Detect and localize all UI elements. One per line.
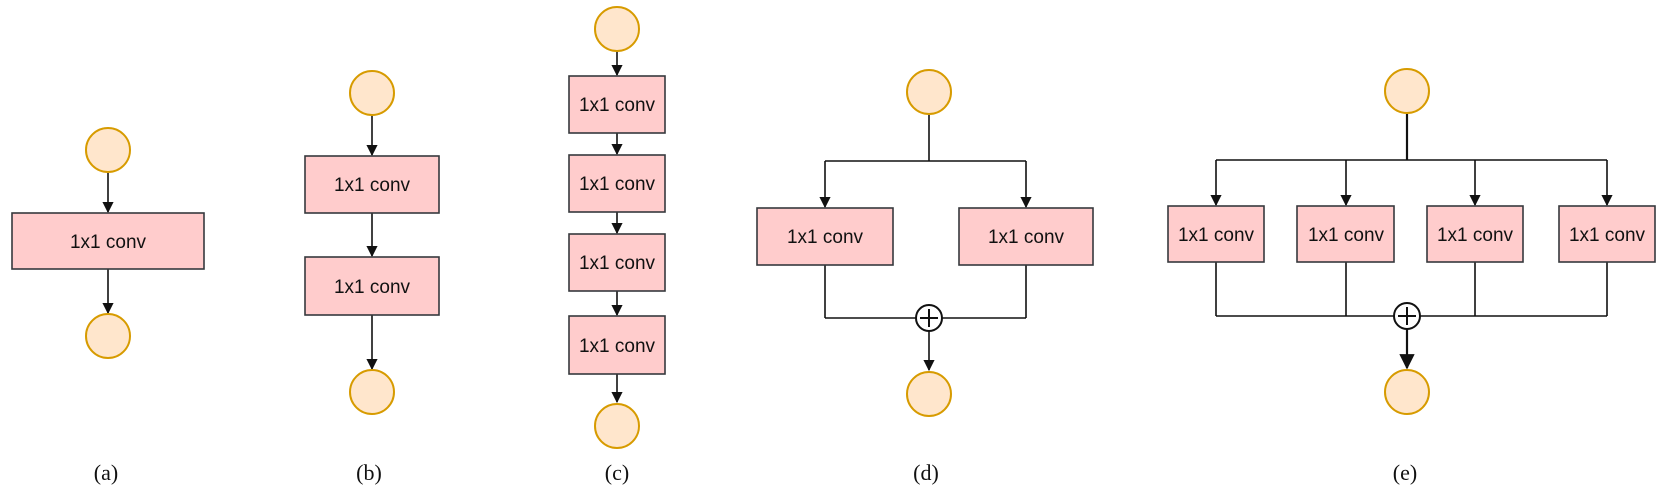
conv-label: 1x1 conv — [579, 336, 656, 357]
panel-caption: (e) — [1393, 460, 1417, 485]
conv-label: 1x1 conv — [1569, 225, 1646, 246]
conv-block: 1x1 conv — [568, 154, 666, 213]
conv-label: 1x1 conv — [334, 277, 411, 298]
conv-block: 1x1 conv — [11, 212, 205, 270]
conv-label: 1x1 conv — [334, 175, 411, 196]
conv-block: 1x1 conv — [1296, 205, 1395, 263]
sum-icon — [915, 304, 943, 332]
conv-label: 1x1 conv — [70, 232, 147, 253]
conv-label: 1x1 conv — [579, 253, 656, 274]
panel-c: 1x1 conv 1x1 conv 1x1 conv 1x1 conv (c) — [568, 6, 666, 485]
conv-block: 1x1 conv — [756, 207, 894, 266]
conv-block: 1x1 conv — [304, 256, 440, 316]
panel-d: 1x1 conv 1x1 conv (d) — [756, 69, 1094, 485]
output-node — [349, 369, 395, 415]
conv-label: 1x1 conv — [1308, 225, 1385, 246]
conv-block: 1x1 conv — [1167, 205, 1265, 263]
output-node — [85, 313, 131, 359]
conv-label: 1x1 conv — [787, 227, 864, 248]
input-node — [1384, 68, 1430, 114]
panel-caption: (c) — [605, 460, 629, 485]
conv-block: 1x1 conv — [304, 155, 440, 214]
panel-b: 1x1 conv 1x1 conv (b) — [304, 70, 440, 485]
conv-label: 1x1 conv — [1178, 225, 1255, 246]
conv-block: 1x1 conv — [1558, 205, 1656, 263]
input-node — [85, 127, 131, 173]
sum-icon — [1393, 302, 1421, 330]
output-node — [594, 403, 640, 449]
panel-e: 1x1 conv 1x1 conv 1x1 conv 1x1 conv (e) — [1167, 68, 1656, 485]
input-node — [594, 6, 640, 52]
conv-label: 1x1 conv — [988, 227, 1065, 248]
conv-block: 1x1 conv — [568, 75, 666, 134]
input-node — [906, 69, 952, 115]
output-node — [906, 371, 952, 417]
conv-label: 1x1 conv — [579, 95, 656, 116]
output-node — [1384, 369, 1430, 415]
conv-block: 1x1 conv — [958, 207, 1094, 266]
conv-label: 1x1 conv — [579, 174, 656, 195]
conv-block: 1x1 conv — [568, 315, 666, 375]
panel-caption: (b) — [356, 460, 382, 485]
conv-block: 1x1 conv — [568, 233, 666, 292]
panel-caption: (a) — [94, 460, 118, 485]
conv-block: 1x1 conv — [1426, 205, 1524, 263]
conv-label: 1x1 conv — [1437, 225, 1514, 246]
panel-caption: (d) — [913, 460, 939, 485]
input-node — [349, 70, 395, 116]
panel-a: 1x1 conv (a) — [11, 127, 205, 485]
